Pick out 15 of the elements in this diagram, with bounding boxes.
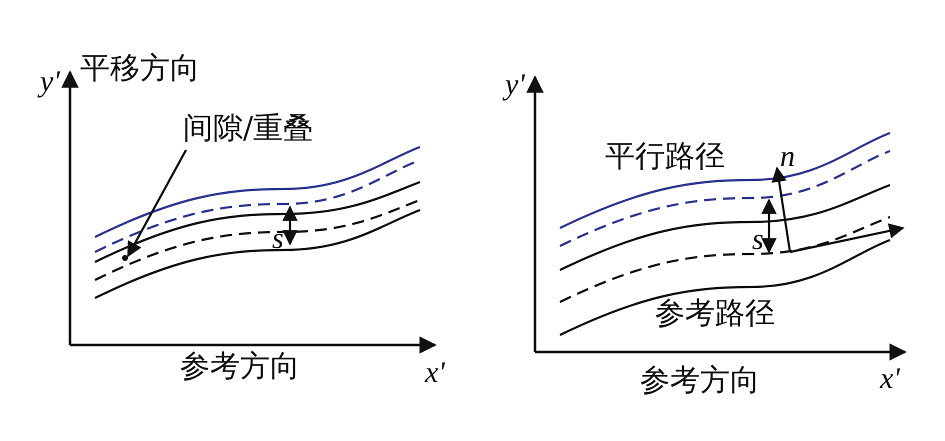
axis-label: x' [425,356,445,390]
axis-title: 参考方向 [640,364,760,398]
axis-label: y' [505,68,525,102]
curve-label: 参考路径 [655,297,775,331]
callout-label: 间隙/重叠 [183,112,314,146]
axis-label: x' [880,362,900,396]
axis-title: 参考方向 [180,350,300,384]
direction-label: 平移方向 [80,52,200,86]
leader-arrow [127,149,187,258]
axis-label: y' [40,65,60,99]
dimension-label: s [752,223,764,257]
curve-label: 平行路径 [605,140,725,174]
dimension-label: s [272,222,284,256]
vector-label: n [780,140,795,174]
overlap-point [122,255,128,261]
